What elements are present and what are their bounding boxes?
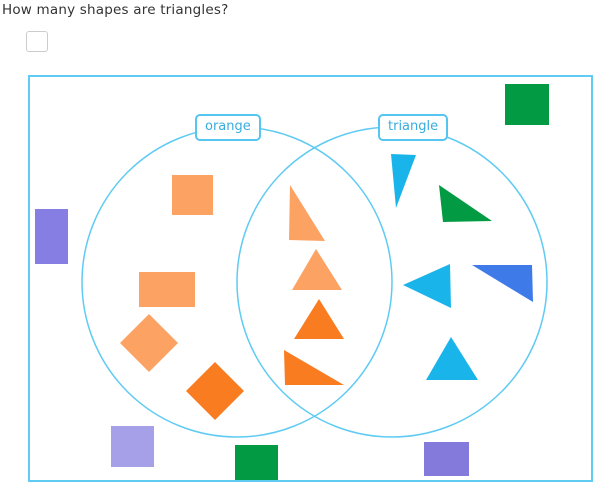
shape-blue-triangle xyxy=(472,265,533,302)
shape-orange-diamond-light xyxy=(120,314,178,372)
shape-light-purple-square-outside-bottom-left xyxy=(111,426,154,467)
shape-cyan-triangle-up xyxy=(426,337,478,380)
shape-orange-triangle-up-light xyxy=(292,249,342,290)
shape-green-square-outside-top-right xyxy=(505,84,549,125)
shape-purple-rectangle-outside-bottom-right xyxy=(424,442,469,476)
shape-orange-diamond-dark xyxy=(186,362,244,420)
shape-orange-right-triangle-dark xyxy=(284,350,344,385)
shape-green-triangle xyxy=(439,185,492,222)
shape-green-square-outside-bottom-center xyxy=(235,445,278,480)
circle-label-orange: orange xyxy=(195,114,261,142)
shape-orange-rectangle xyxy=(139,272,195,307)
shape-orange-right-triangle-light xyxy=(289,185,325,241)
answer-input[interactable] xyxy=(26,31,48,52)
shape-orange-triangle-up-dark xyxy=(294,299,344,339)
shape-cyan-triangle-left xyxy=(403,264,451,308)
shape-cyan-triangle-down xyxy=(391,154,416,208)
venn-canvas xyxy=(35,84,549,480)
shape-orange-square xyxy=(172,175,213,215)
shape-purple-rectangle-outside-left xyxy=(35,209,68,264)
venn-diagram-frame: orange triangle xyxy=(28,75,593,482)
question-text: How many shapes are triangles? xyxy=(2,2,229,18)
circle-label-triangle: triangle xyxy=(378,114,449,142)
